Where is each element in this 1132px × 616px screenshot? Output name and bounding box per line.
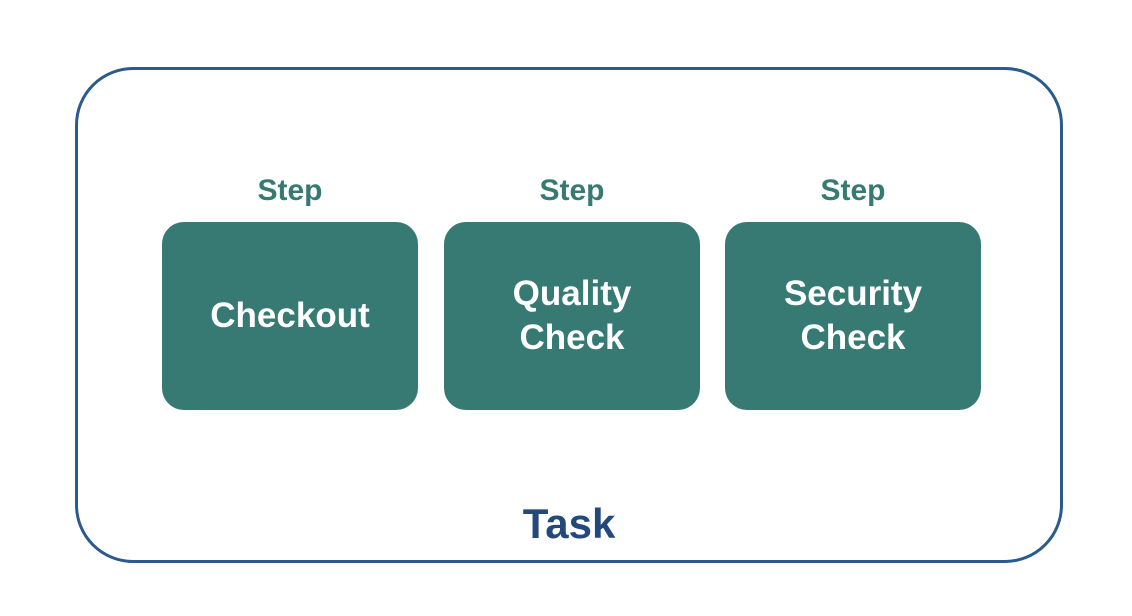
task-label: Task <box>522 500 616 547</box>
step-2-box: Quality Check <box>444 222 700 410</box>
step-2-label-line-2: Check <box>519 318 625 357</box>
step-3-label-line-2: Check <box>800 318 906 357</box>
step-1-label-line-1: Checkout <box>210 296 370 335</box>
step-1-box: Checkout <box>162 222 418 410</box>
step-3-box: Security Check <box>725 222 981 410</box>
task-container <box>75 67 1063 563</box>
step-2-label-line-1: Quality <box>512 274 632 313</box>
step-3-caption: Step <box>820 174 886 207</box>
step-1-caption: Step <box>257 174 323 207</box>
step-3-label-line-1: Security <box>783 274 923 313</box>
step-2-caption: Step <box>539 174 605 207</box>
